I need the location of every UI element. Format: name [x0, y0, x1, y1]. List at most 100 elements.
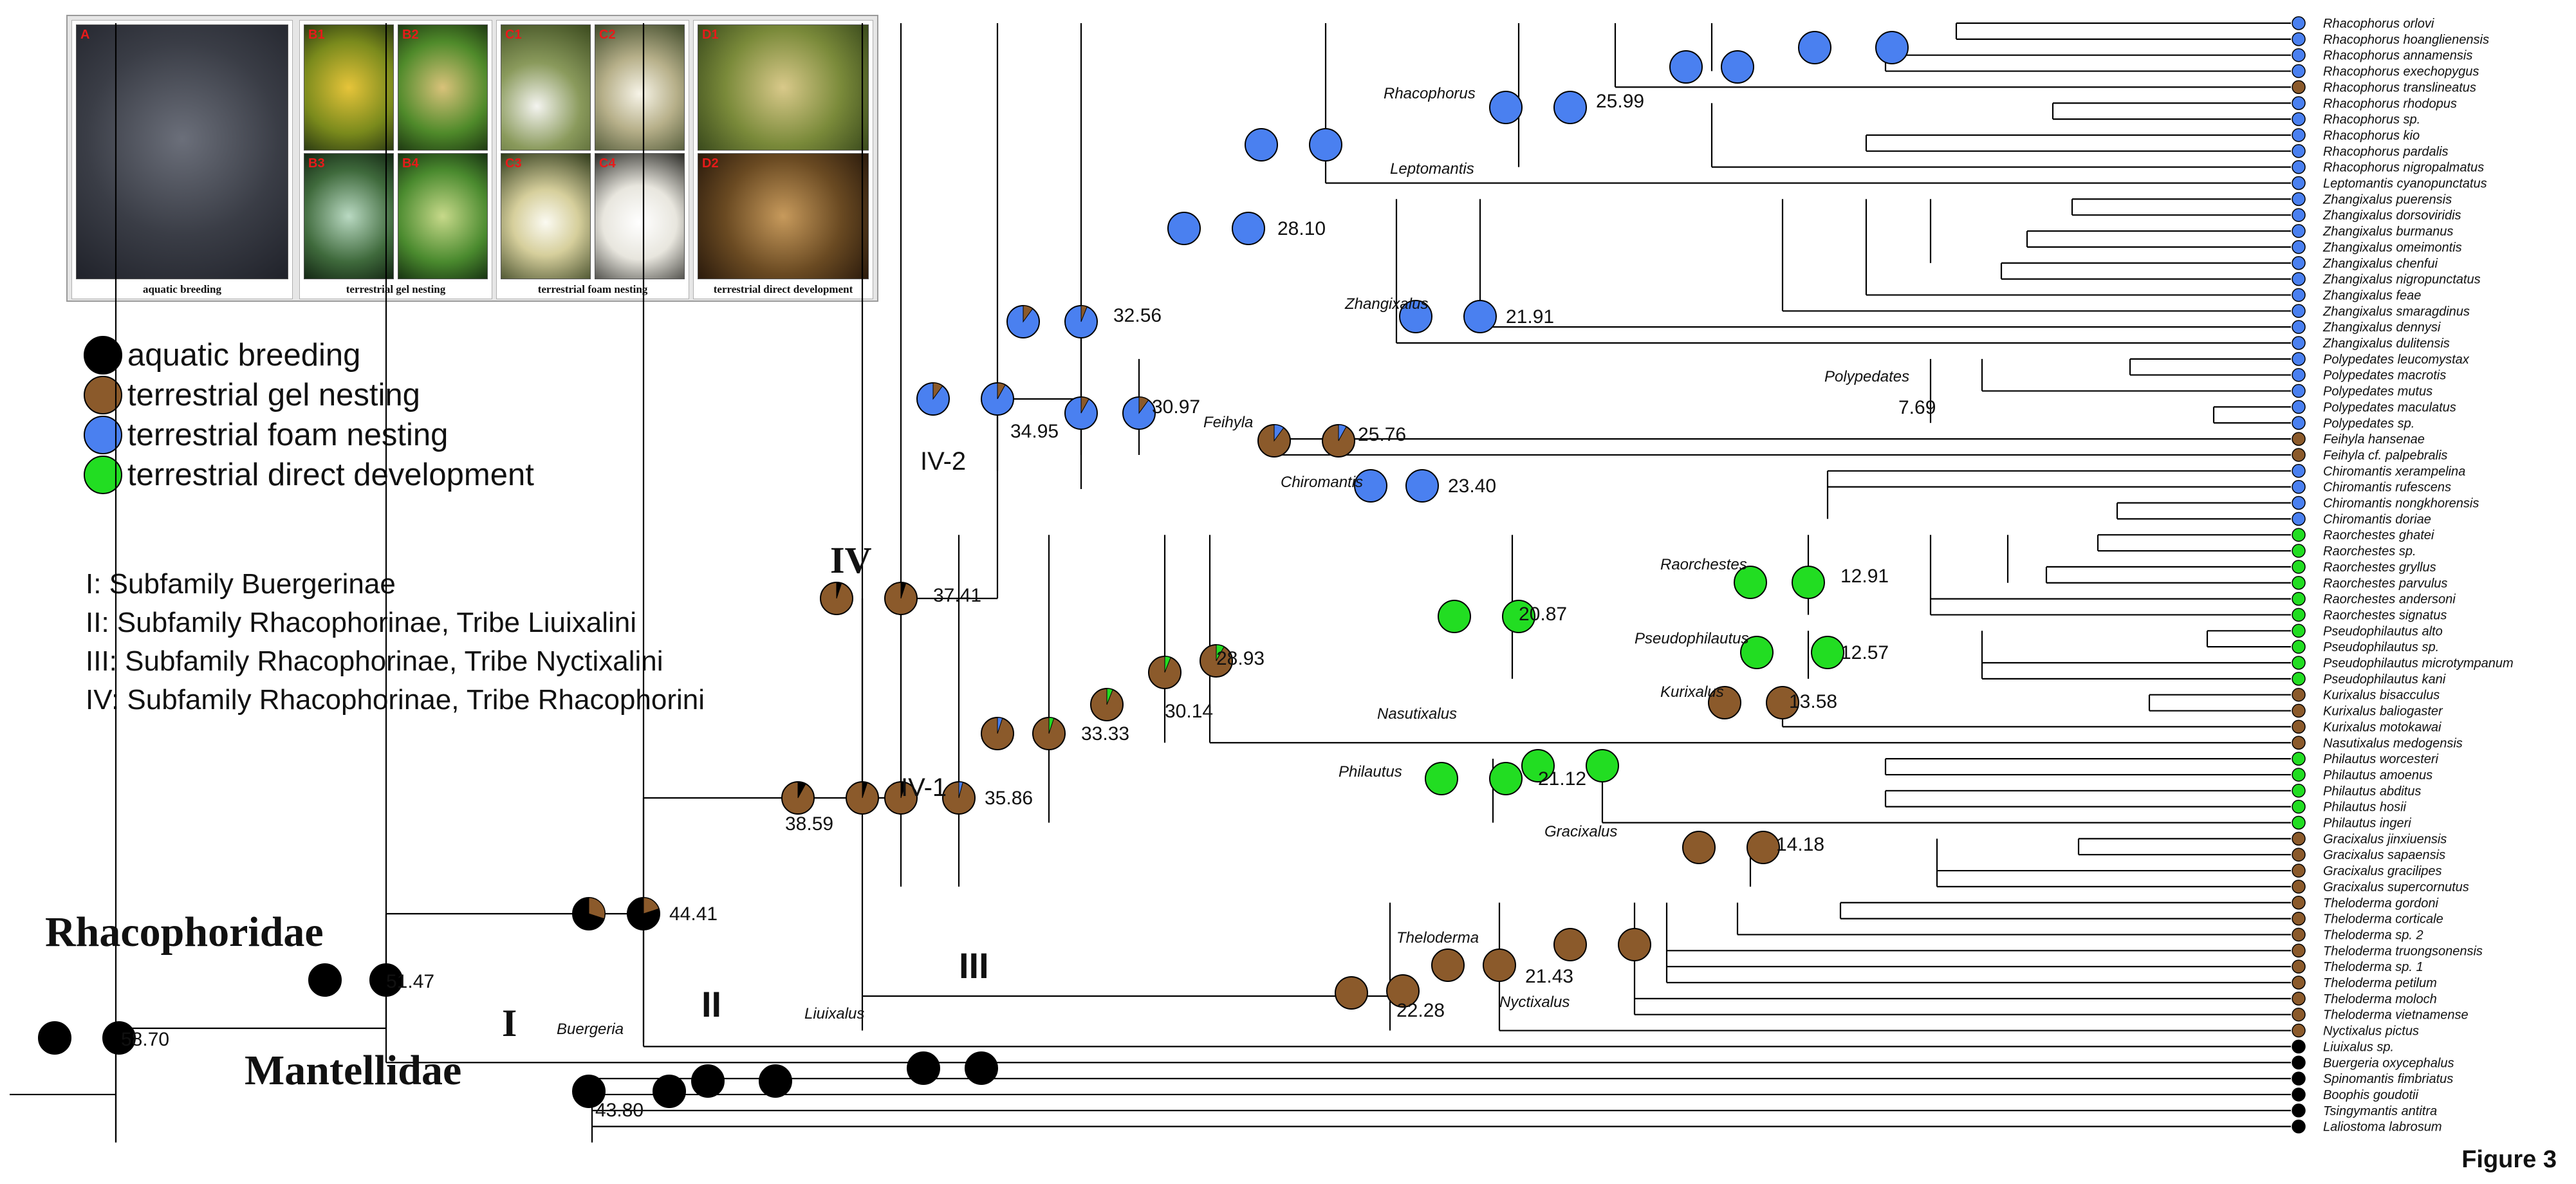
tip-label: Raorchestes sp.: [2323, 544, 2416, 559]
tip-state-dot: [2292, 320, 2306, 334]
tip-state-dot: [2292, 1071, 2306, 1086]
tip-label: Polypedates macrotis: [2323, 369, 2446, 383]
tip-label: Philautus amoenus: [2323, 768, 2432, 782]
ancestral-state-slice: [862, 781, 868, 799]
node-age-label: 30.97: [1152, 396, 1200, 418]
tip-label: Rhacophorus kio: [2323, 129, 2420, 143]
tile-letter: D2: [702, 156, 719, 171]
tip-state-dot: [2292, 288, 2306, 302]
tip-label: Polypedates sp.: [2323, 416, 2414, 430]
genus-label: Nyctixalus: [1499, 994, 1570, 1011]
photo-caption: aquatic breeding: [142, 283, 221, 295]
tip-state-dot: [2292, 96, 2306, 110]
ancestral-state-pie: [1875, 31, 1909, 64]
genus-label: Pseudophilautus: [1635, 630, 1748, 647]
tip-label: Raorchestes gryllus: [2323, 560, 2436, 575]
gel-eggs-photo: B3: [304, 153, 394, 279]
tip-state-dot: [2292, 304, 2306, 319]
ancestral-state-pie: [1354, 469, 1387, 503]
tip-label: Zhangixalus dorsoviridis: [2322, 208, 2461, 223]
ancestral-state-pie: [1489, 762, 1523, 795]
tip-state-dot: [2292, 880, 2306, 894]
photo-group-aquatic: A aquatic breeding: [71, 20, 293, 299]
node-age-label: 37.41: [933, 585, 981, 606]
tip-label: Buergeria oxycephalus: [2323, 1056, 2454, 1070]
subfamily-key-4: IV: Subfamily Rhacophorinae, Tribe Rhaco…: [86, 684, 705, 716]
tip-label: Leptomantis cyanopunctatus: [2323, 177, 2487, 191]
node-age-label: 34.95: [1010, 421, 1059, 442]
tip-state-dot: [2292, 224, 2306, 238]
legend-label: aquatic breeding: [127, 338, 361, 373]
ancestral-state-pie: [1734, 566, 1767, 599]
ancestral-state-pie: [1399, 300, 1432, 333]
tip-label: Feihyla hansenae: [2323, 432, 2425, 447]
photo-caption: terrestrial foam nesting: [537, 283, 648, 295]
tip-state-dot: [2292, 640, 2306, 654]
tip-label: Theloderma sp. 1: [2323, 960, 2423, 974]
tile-letter: B4: [402, 156, 419, 171]
tip-state-dot: [2292, 624, 2306, 638]
ancestral-state-slice: [1023, 305, 1033, 323]
tip-state-dot: [2292, 448, 2306, 462]
genus-label: Nasutixalus: [1377, 705, 1457, 723]
tip-state-dot: [2292, 160, 2306, 174]
node-age-label: 28.93: [1216, 648, 1265, 669]
tip-label: Chiromantis nongkhorensis: [2323, 497, 2479, 511]
tip-label: Gracixalus supercornutus: [2323, 880, 2469, 894]
tip-label: Zhangixalus omeimontis: [2322, 241, 2462, 255]
genus-label: Leptomantis: [1390, 160, 1474, 178]
tip-label: Tsingymantis antitra: [2323, 1104, 2437, 1118]
tip-state-dot: [2292, 384, 2306, 398]
tip-state-dot: [2292, 464, 2306, 478]
gel-eggs-photo: B1: [304, 24, 394, 151]
family-label: Mantellidae: [245, 1047, 461, 1094]
tip-state-dot: [2292, 1119, 2306, 1134]
tip-label: Nasutixalus medogensis: [2323, 736, 2463, 750]
tip-label: Polypedates mutus: [2323, 385, 2432, 399]
tip-state-dot: [2292, 943, 2306, 958]
tip-state-dot: [2292, 656, 2306, 670]
tip-label: Philautus hosii: [2323, 800, 2407, 815]
tip-label: Nyctixalus pictus: [2323, 1024, 2419, 1039]
tip-label: Spinomantis fimbriatus: [2323, 1072, 2453, 1086]
genus-label: Feihyla: [1203, 414, 1253, 431]
tip-state-dot: [2292, 208, 2306, 222]
tip-label: Theloderma vietnamense: [2323, 1008, 2469, 1022]
node-age-label: 38.59: [785, 813, 833, 835]
ancestral-state-slice: [997, 382, 1006, 400]
ancestral-state-pie: [1232, 212, 1265, 245]
genus-label: Zhangixalus: [1344, 295, 1428, 313]
tip-label: Theloderma corticale: [2323, 912, 2443, 927]
direct-embryo-photo: D2: [698, 153, 869, 279]
aquatic-eggs-photo: A: [76, 24, 288, 279]
ancestral-state-pie: [1335, 976, 1368, 1010]
ancestral-state-slice: [1338, 424, 1347, 441]
tip-state-dot: [2292, 815, 2306, 830]
ancestral-state-pie: [1521, 749, 1555, 782]
tip-label: Rhacophorus sp.: [2323, 113, 2420, 127]
ancestral-state-pie: [308, 963, 342, 997]
tip-label: Pseudophilautus alto: [2323, 624, 2443, 638]
node-age-label: 21.91: [1506, 306, 1554, 328]
ancestral-state-pie: [1309, 128, 1342, 162]
tip-state-dot: [2292, 591, 2306, 606]
ancestral-state-pie: [1438, 600, 1471, 633]
ancestral-state-pie: [1740, 636, 1774, 669]
photo-group-foam: C1 C2 C3 C4 terrestrial foam nesting: [496, 20, 689, 299]
ancestral-state-pie: [1766, 686, 1799, 719]
tile-letter: C4: [599, 156, 616, 171]
genus-label: Theloderma: [1396, 929, 1479, 947]
tip-label: Pseudophilautus sp.: [2323, 640, 2439, 654]
genus-label: Chiromantis: [1281, 474, 1363, 491]
node-age-label: 32.56: [1113, 305, 1162, 326]
tip-state-dot: [2292, 48, 2306, 62]
node-age-label: 21.12: [1538, 768, 1586, 790]
tile-letter: C1: [505, 28, 522, 42]
ancestral-state-pie: [1792, 566, 1825, 599]
subfamily-key-1: I: Subfamily Buergerinae: [86, 568, 396, 600]
ancestral-state-pie: [1502, 600, 1535, 633]
ancestral-state-pie: [102, 1021, 136, 1055]
node-age-label: 25.99: [1596, 91, 1644, 112]
ancestral-state-pie: [369, 963, 403, 997]
tip-label: Chiromantis rufescens: [2323, 481, 2451, 495]
